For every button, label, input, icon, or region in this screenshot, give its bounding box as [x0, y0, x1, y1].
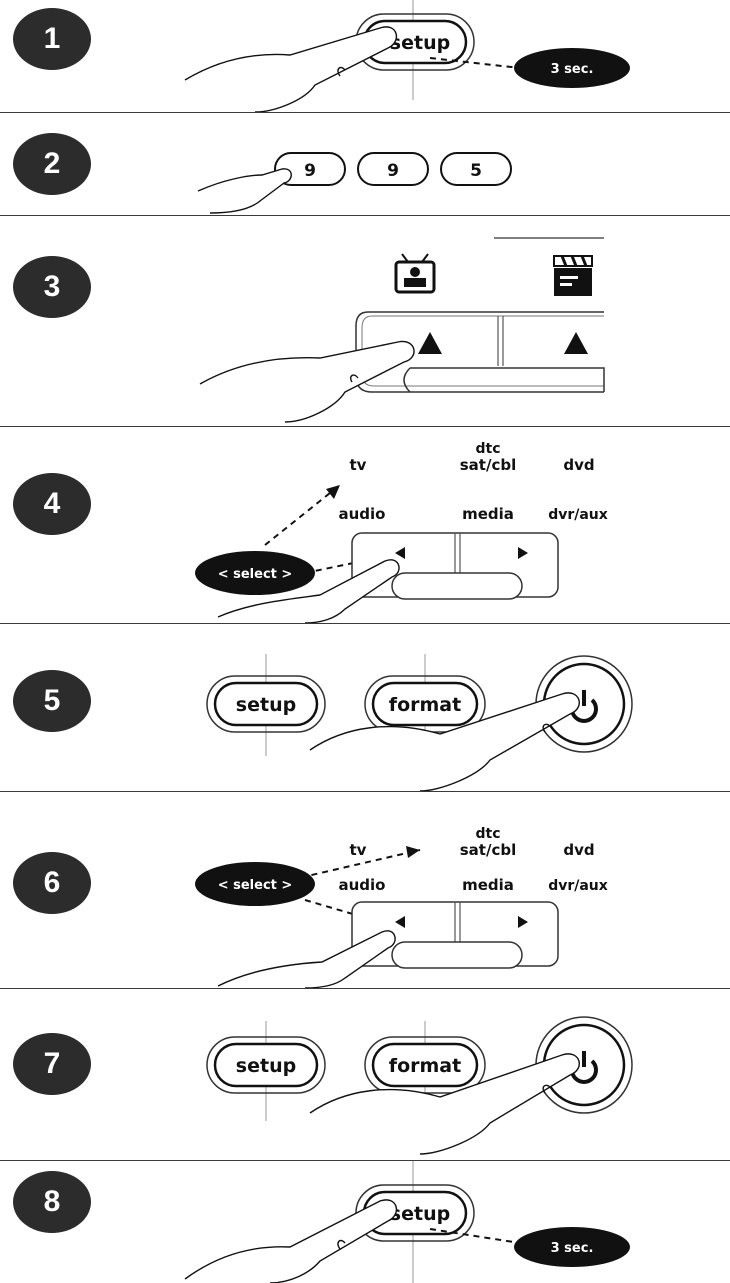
divider — [0, 1160, 730, 1161]
label-audio: audio — [339, 505, 386, 523]
step-number-badge: 1 — [13, 8, 91, 70]
step-4: 4 dtc tv sat/cbl dvd audio media dvr/aux… — [0, 427, 730, 624]
hand-icon — [199, 340, 415, 423]
step-1-illustration: setup 3 sec. — [184, 0, 630, 113]
step-6: 6 dtc tv sat/cbl dvd audio media dvr/aux… — [0, 792, 730, 989]
up-arrow-icon — [564, 332, 588, 354]
setup-button — [213, 1042, 319, 1088]
hand-icon — [184, 1199, 398, 1283]
label-dvr-aux: dvr/aux — [548, 878, 608, 894]
setup-button-label: setup — [236, 1055, 296, 1077]
right-arrow-icon — [518, 916, 528, 928]
hand-icon — [217, 930, 396, 989]
label-audio: audio — [339, 876, 386, 894]
step-number-badge: 8 — [13, 1171, 91, 1233]
step-number-badge: 5 — [13, 670, 91, 732]
hand-icon — [184, 26, 398, 113]
digit-label: 9 — [387, 161, 399, 181]
label-media: media — [462, 876, 514, 894]
step-number-badge: 6 — [13, 852, 91, 914]
label-dvd: dvd — [563, 841, 594, 859]
up-arrow-icon — [418, 332, 442, 354]
label-dvd: dvd — [563, 456, 594, 474]
step-7: 7 setup format — [0, 989, 730, 1160]
step-3-illustration — [199, 237, 605, 423]
hold-duration-pill — [514, 48, 630, 88]
divider — [0, 112, 730, 113]
step-number-badge: 4 — [13, 473, 91, 535]
step-8: 8 setup 3 sec. — [0, 1161, 730, 1283]
hand-icon — [197, 168, 292, 214]
step-1: 1 setup 3 sec. — [0, 0, 730, 113]
setup-button-label: setup — [390, 32, 450, 54]
step-3: 3 — [0, 216, 730, 426]
select-label: < select > — [218, 878, 293, 893]
format-button-label: format — [389, 694, 461, 716]
divider — [0, 791, 730, 792]
divider — [0, 426, 730, 427]
divider — [0, 215, 730, 216]
digit-button-5 — [440, 152, 512, 186]
step-7-illustration: setup format — [206, 1016, 633, 1155]
divider — [0, 623, 730, 624]
label-media: media — [462, 505, 514, 523]
hand-icon — [309, 1053, 580, 1155]
setup-button-label: setup — [390, 1203, 450, 1225]
hand-icon — [309, 692, 580, 792]
label-sat-cbl: sat/cbl — [460, 841, 516, 859]
step-2-illustration: 9 9 5 — [197, 152, 512, 214]
label-dvr-aux: dvr/aux — [548, 507, 608, 523]
format-button — [371, 681, 479, 727]
step-4-illustration: dtc tv sat/cbl dvd audio media dvr/aux <… — [195, 441, 608, 624]
select-label: < select > — [218, 567, 293, 582]
label-sat-cbl: sat/cbl — [460, 456, 516, 474]
step-6-illustration: dtc tv sat/cbl dvd audio media dvr/aux <… — [195, 826, 608, 989]
divider — [0, 988, 730, 989]
format-button — [371, 1042, 479, 1088]
movie-clapper-icon — [553, 255, 593, 296]
hold-duration-label: 3 sec. — [551, 62, 594, 77]
step-5: 5 setup format — [0, 624, 730, 792]
label-dtc: dtc — [475, 826, 500, 842]
digit-button-9 — [357, 152, 429, 186]
digit-label: 9 — [304, 161, 316, 181]
select-pill — [195, 551, 315, 595]
label-tv: tv — [350, 456, 367, 474]
hand-icon — [217, 559, 400, 624]
left-arrow-icon — [395, 916, 405, 928]
label-tv: tv — [350, 841, 367, 859]
format-button-label: format — [389, 1055, 461, 1077]
select-pill — [195, 862, 315, 906]
setup-button — [213, 681, 319, 727]
step-5-illustration: setup format — [206, 654, 633, 792]
step-number-badge: 7 — [13, 1033, 91, 1095]
tv-icon — [394, 253, 436, 294]
step-8-illustration: setup 3 sec. — [184, 1161, 630, 1283]
right-arrow-icon — [518, 547, 528, 559]
digit-label: 5 — [470, 161, 482, 181]
step-number-badge: 2 — [13, 133, 91, 195]
hold-duration-label: 3 sec. — [551, 1241, 594, 1256]
step-number-badge: 3 — [13, 256, 91, 318]
hold-duration-pill — [514, 1227, 630, 1267]
digit-button-9 — [274, 152, 346, 186]
step-2: 2 9 9 5 — [0, 113, 730, 215]
label-dtc: dtc — [475, 441, 500, 457]
left-arrow-icon — [395, 547, 405, 559]
setup-button-label: setup — [236, 694, 296, 716]
